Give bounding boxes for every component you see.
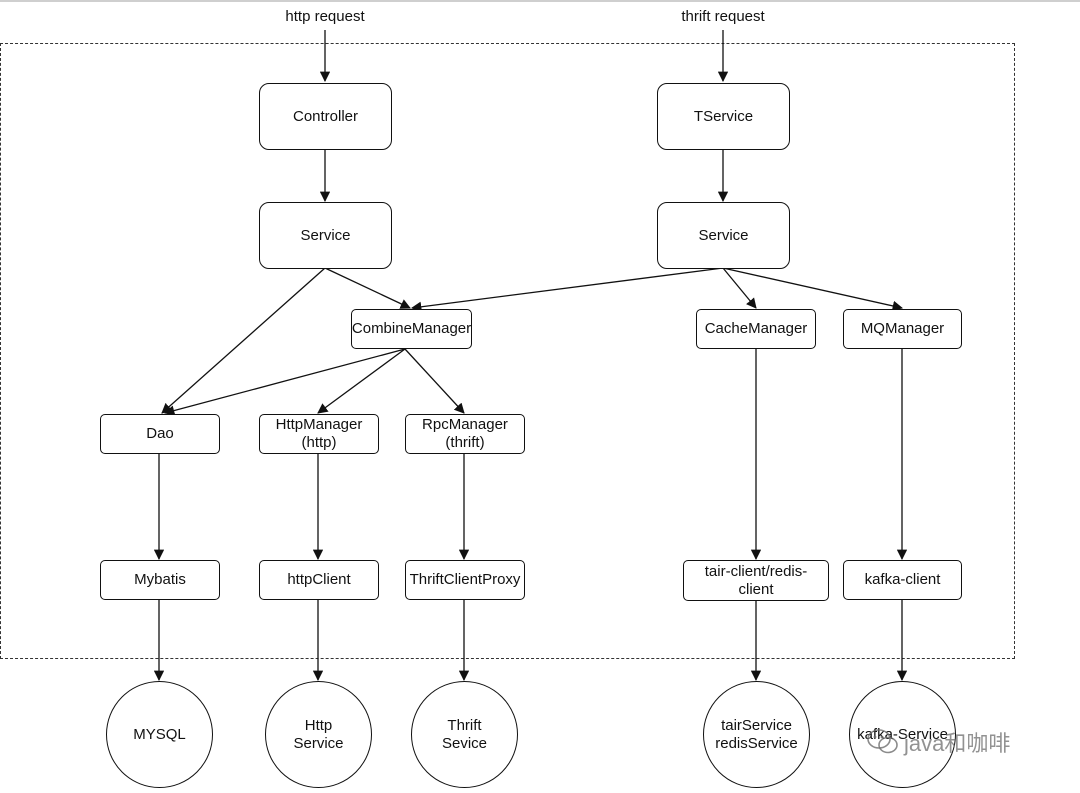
http-client-label: httpClient: [287, 571, 351, 588]
dao-label: Dao: [146, 425, 174, 442]
tair-redis-client-label: tair-client/redis- client: [704, 562, 808, 598]
controller-label: Controller: [292, 107, 359, 125]
mysql-label: MYSQL: [133, 725, 186, 743]
service-right-label: Service: [698, 226, 749, 244]
http-service-label: Http Service: [293, 716, 344, 752]
http-service-store[interactable]: Http Service: [265, 681, 372, 788]
edge-service-right-mqmanager: [722, 267, 904, 312]
cache-manager-node[interactable]: CacheManager: [696, 309, 816, 349]
http-request-label: http request: [285, 8, 365, 25]
kafka-client-label: kafka-client: [864, 571, 941, 588]
combine-manager-label: CombineManager: [351, 320, 472, 337]
tservice-node[interactable]: TService: [657, 83, 790, 150]
tair-redis-service-store[interactable]: tairService redisService: [703, 681, 810, 788]
controller-node[interactable]: Controller: [259, 83, 392, 150]
watermark: java和咖啡: [866, 726, 1056, 758]
edge-combinemanager-dao: [163, 348, 406, 416]
thrift-service-store[interactable]: Thrift Sevice: [411, 681, 518, 788]
system-boundary: [0, 43, 1015, 659]
service-left-node[interactable]: Service: [259, 202, 392, 269]
thrift-service-label: Thrift Sevice: [441, 716, 488, 752]
mybatis-node[interactable]: Mybatis: [100, 560, 220, 600]
kafka-client-node[interactable]: kafka-client: [843, 560, 962, 600]
dao-node[interactable]: Dao: [100, 414, 220, 454]
mysql-store[interactable]: MYSQL: [106, 681, 213, 788]
mq-manager-label: MQManager: [860, 320, 945, 337]
wechat-icon: [867, 729, 898, 754]
thrift-request-label: thrift request: [681, 8, 765, 25]
http-manager-label: HttpManager (http): [275, 416, 363, 451]
edge-combinemanager-httpmanager: [317, 348, 406, 414]
edge-service-right-combinemanager: [410, 267, 724, 312]
cache-manager-label: CacheManager: [704, 320, 808, 337]
http-client-node[interactable]: httpClient: [259, 560, 379, 600]
tair-redis-client-node[interactable]: tair-client/redis- client: [683, 560, 829, 601]
edge-service-left-combinemanager: [324, 267, 411, 309]
http-manager-node[interactable]: HttpManager (http): [259, 414, 379, 454]
service-left-label: Service: [300, 226, 351, 244]
rpc-manager-label: RpcManager (thrift): [422, 416, 508, 451]
thrift-client-proxy-label: ThriftClientProxy: [409, 571, 521, 588]
mq-manager-node[interactable]: MQManager: [843, 309, 962, 349]
edge-combinemanager-rpcmanager: [404, 348, 465, 414]
service-right-node[interactable]: Service: [657, 202, 790, 269]
tservice-label: TService: [693, 107, 754, 125]
mybatis-label: Mybatis: [134, 571, 186, 588]
rpc-manager-node[interactable]: RpcManager (thrift): [405, 414, 525, 454]
top-rule: [0, 0, 1080, 2]
tair-redis-service-label: tairService redisService: [715, 716, 798, 752]
edge-service-left-dao: [161, 267, 326, 414]
combine-manager-node[interactable]: CombineManager: [351, 309, 472, 349]
thrift-client-proxy-node[interactable]: ThriftClientProxy: [405, 560, 525, 600]
watermark-text: java和咖啡: [904, 731, 1011, 756]
edge-service-right-cachemanager: [722, 267, 757, 309]
